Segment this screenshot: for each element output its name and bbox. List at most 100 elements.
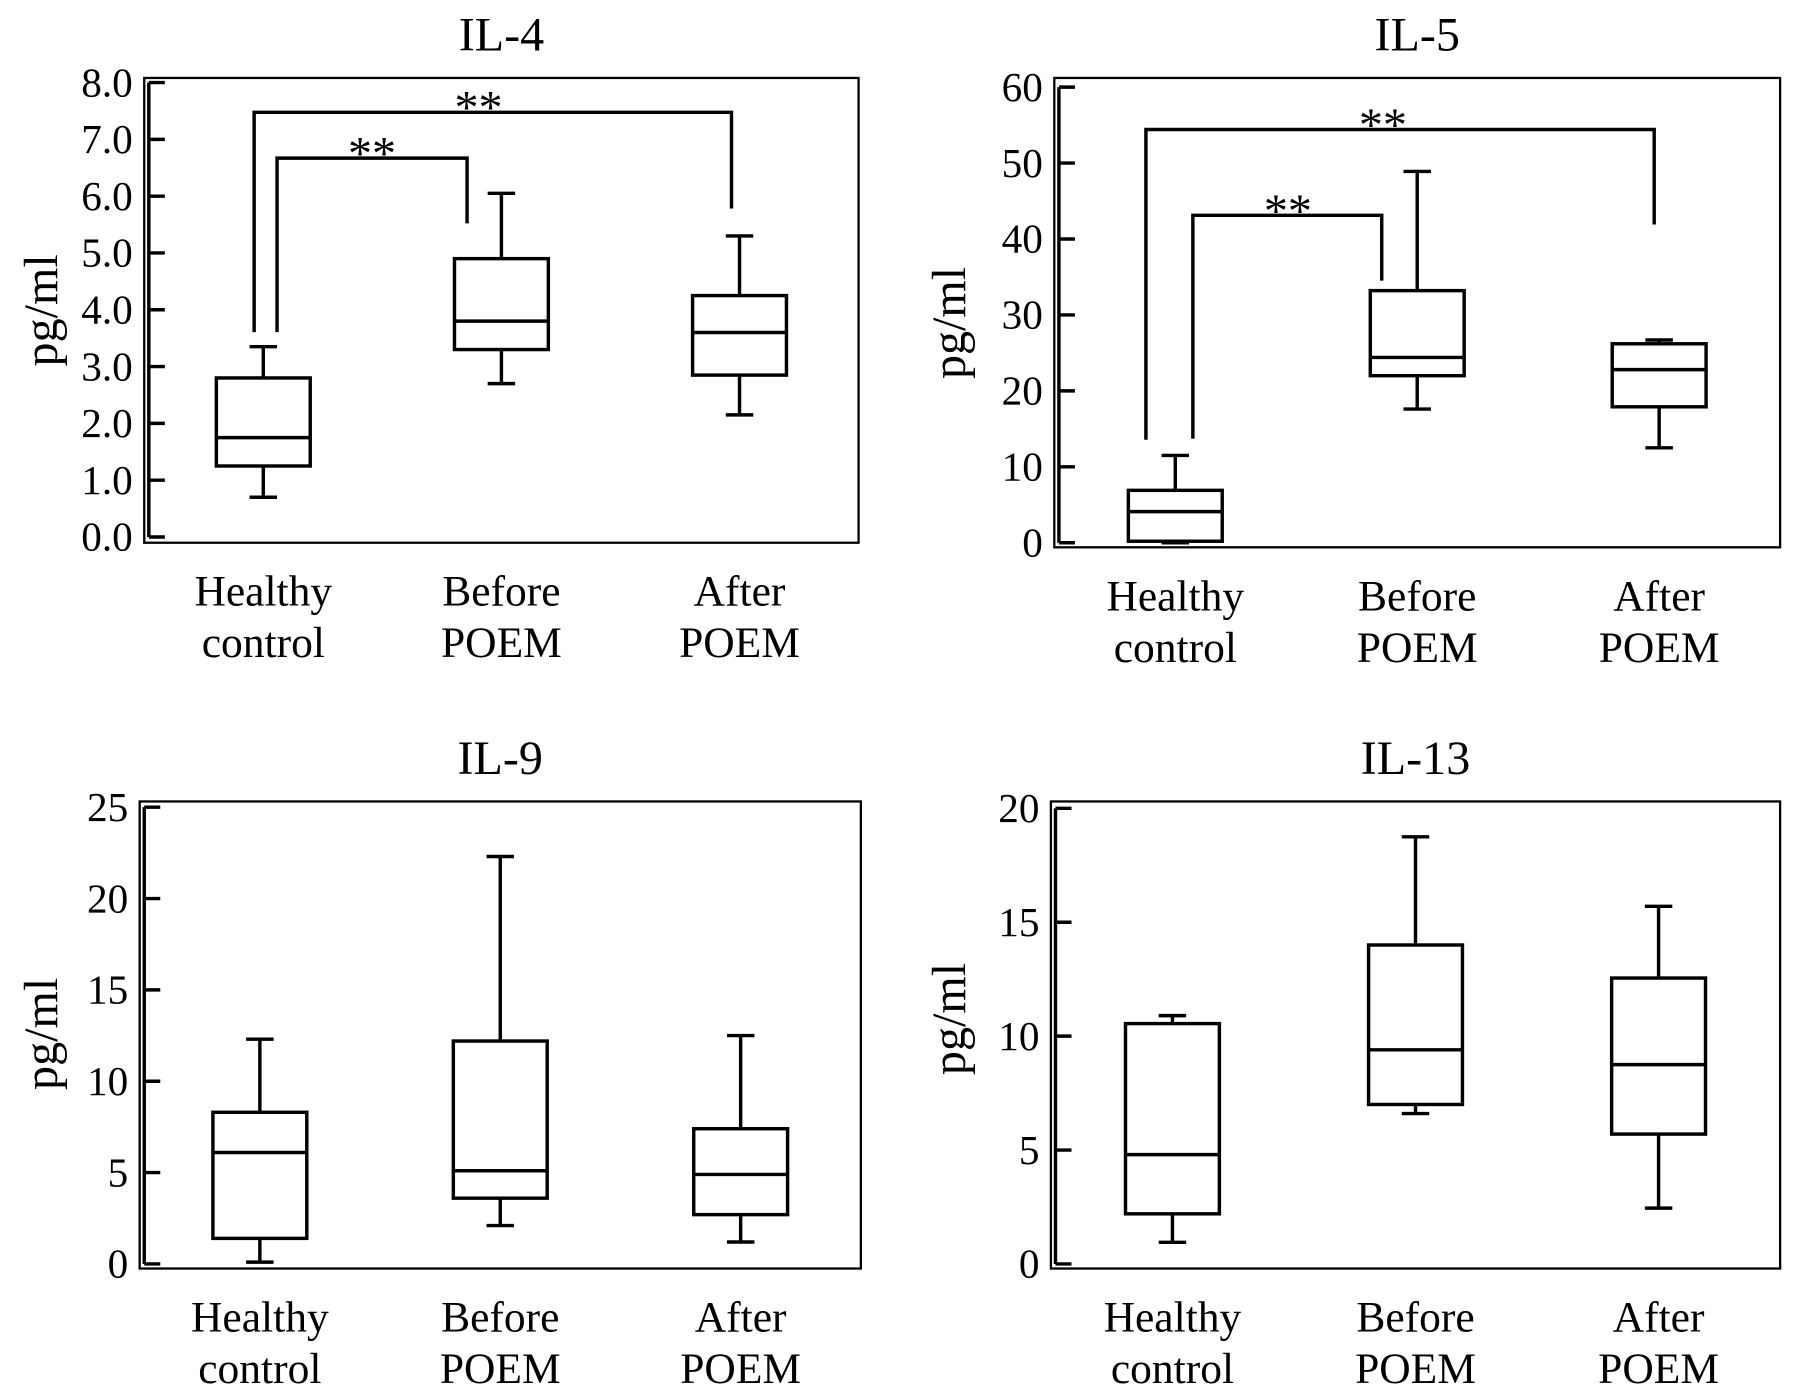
significance-bracket: ** (1144, 99, 1656, 440)
y-tick-label: 20 (998, 785, 1039, 831)
interquartile-box (1368, 288, 1466, 378)
box-healthy-control (211, 1037, 309, 1264)
category-label-after-poem: POEM (680, 1345, 801, 1393)
interquartile-box (1609, 976, 1708, 1136)
significance-label: ** (1264, 185, 1312, 238)
y-tick-label: 10 (998, 1013, 1039, 1059)
y-tick-label: 0.0 (81, 514, 133, 560)
chart-title: IL-13 (1361, 732, 1470, 785)
category-label-before-poem: Before (442, 568, 560, 616)
y-axis-label: pg/ml (15, 254, 68, 366)
plot-frame (143, 76, 860, 544)
category-label-healthy-control: Healthy (194, 568, 332, 616)
y-tick-label: 10 (87, 1058, 128, 1104)
chart-title: IL-5 (1375, 8, 1460, 61)
y-tick-label: 20 (87, 875, 128, 921)
y-axis-label: pg/ml (15, 978, 68, 1090)
category-label-healthy-control: Healthy (1106, 572, 1244, 620)
bracket-line (1144, 127, 1656, 440)
box-before-poem (1366, 835, 1465, 1116)
interquartile-box (211, 1110, 309, 1241)
category-label-healthy-control: control (1111, 1345, 1234, 1393)
category-label-healthy-control: Healthy (191, 1293, 329, 1341)
category-label-healthy-control: control (198, 1345, 321, 1393)
y-axis-label: pg/ml (923, 963, 976, 1075)
y-tick-label: 30 (1002, 292, 1043, 338)
significance-label: ** (454, 82, 502, 135)
category-label-after-poem: After (694, 568, 786, 616)
box-after-poem (1610, 338, 1708, 450)
category-label-healthy-control: control (1114, 624, 1237, 672)
category-label-healthy-control: control (202, 619, 325, 667)
y-tick-label: 0 (1019, 1241, 1040, 1287)
bracket-line (252, 110, 734, 333)
y-tick-label: 5 (1019, 1127, 1040, 1173)
plot-frame (138, 800, 863, 1270)
y-tick-label: 8.0 (81, 59, 133, 105)
box-after-poem (692, 1033, 790, 1244)
interquartile-box (452, 256, 551, 352)
y-tick-label: 15 (87, 967, 128, 1013)
significance-bracket: ** (275, 128, 469, 333)
category-label-before-poem: POEM (441, 619, 562, 667)
category-label-after-poem: POEM (679, 619, 800, 667)
box-healthy-control (1123, 1013, 1222, 1245)
category-label-after-poem: POEM (1599, 624, 1720, 672)
category-label-after-poem: After (695, 1293, 787, 1341)
y-tick-label: 20 (1002, 368, 1043, 414)
y-axis-label: pg/ml (923, 267, 976, 379)
interquartile-box (690, 293, 789, 377)
chart-panel-il-4: 0.0 1.0 2.0 3.0 4.0 5.0 6.0 7.0 8.0 IL-4 pg/mlHeal… (15, 8, 860, 667)
significance-bracket: ** (252, 82, 734, 333)
category-label-after-poem: After (1613, 572, 1705, 620)
chart-title: IL-4 (459, 8, 544, 61)
box-after-poem (1609, 904, 1708, 1210)
significance-label: ** (348, 128, 396, 181)
interquartile-box (214, 376, 312, 468)
y-tick-label: 0 (108, 1241, 129, 1287)
y-tick-label: 10 (1002, 444, 1043, 490)
y-tick-label: 4.0 (81, 287, 133, 333)
category-label-healthy-control: Healthy (1104, 1293, 1242, 1341)
y-tick-label: 2.0 (81, 400, 133, 446)
y-tick-label: 7.0 (81, 116, 133, 162)
interquartile-box (692, 1127, 790, 1217)
category-label-after-poem: POEM (1598, 1345, 1719, 1393)
y-tick-label: 15 (998, 899, 1039, 945)
category-label-before-poem: Before (1358, 572, 1476, 620)
interquartile-box (1366, 943, 1465, 1107)
bracket-line (1191, 213, 1384, 439)
bracket-line (275, 156, 469, 333)
significance-label: ** (1359, 99, 1407, 152)
box-before-poem (1368, 169, 1466, 411)
significance-bracket: ** (1191, 185, 1384, 439)
y-tick-label: 3.0 (81, 343, 133, 389)
y-tick-label: 5.0 (81, 230, 133, 276)
category-label-before-poem: Before (441, 1293, 559, 1341)
y-tick-label: 6.0 (81, 173, 133, 219)
y-tick-label: 5 (108, 1149, 129, 1195)
box-before-poem (452, 191, 551, 386)
category-label-after-poem: After (1613, 1293, 1705, 1341)
chart-panel-il-13: 05101520IL-13pg/mlHealthycontrolBeforePO… (923, 732, 1782, 1393)
interquartile-box (1610, 342, 1708, 409)
box-healthy-control (214, 344, 312, 499)
box-before-poem (451, 854, 549, 1228)
y-tick-label: 25 (87, 784, 128, 830)
box-healthy-control (1126, 453, 1224, 545)
interquartile-box (451, 1039, 549, 1200)
chart-title: IL-9 (458, 732, 543, 785)
interquartile-box (1126, 488, 1224, 543)
y-tick-label: 0 (1022, 519, 1043, 565)
category-label-before-poem: POEM (1355, 1345, 1476, 1393)
category-label-before-poem: POEM (1357, 624, 1478, 672)
y-tick-label: 50 (1002, 140, 1043, 186)
y-tick-label: 1.0 (81, 457, 133, 503)
plot-frame (1049, 800, 1782, 1270)
plot-frame (1053, 76, 1782, 549)
chart-panel-il-5: 0102030405060IL-5pg/mlHealthycontrolBefo… (923, 8, 1782, 672)
y-tick-label: 40 (1002, 216, 1043, 262)
interquartile-box (1123, 1021, 1222, 1216)
